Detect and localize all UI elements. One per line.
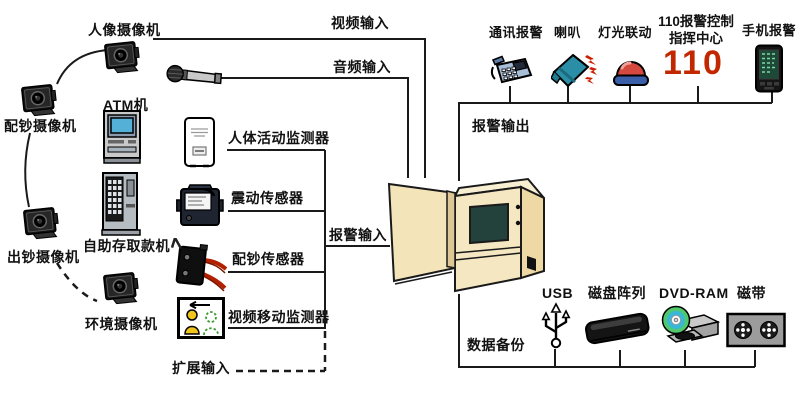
comm-alarm-label: 通讯报警 <box>489 25 544 40</box>
expansion-input-label: 扩展输入 <box>172 360 230 376</box>
alarm-center-line1: 110报警控制 <box>658 14 734 29</box>
data-backup-label: 数据备份 <box>467 337 525 353</box>
microswitch-sensor-icon <box>170 238 228 296</box>
env-camera-label: 环境摄像机 <box>85 316 158 332</box>
tape-cartridge-icon <box>726 311 786 349</box>
alarm-input-label: 报警输入 <box>329 227 387 243</box>
audio-input-line <box>221 77 409 178</box>
env-camera-icon <box>101 271 143 305</box>
video-input-line <box>153 38 426 178</box>
optical-drive-icon <box>658 303 720 351</box>
data-backup-bus <box>458 294 755 368</box>
dvd-ram-label: DVD-RAM <box>659 285 729 301</box>
alarm-output-bus <box>458 102 772 181</box>
video-motion-detector-label: 视频移动监测器 <box>228 309 330 325</box>
tape-label: 磁带 <box>737 285 766 301</box>
motion-detector-icon <box>182 117 218 171</box>
hard-drive-icon <box>581 305 653 349</box>
control-cabinet-icon <box>387 177 545 293</box>
usb-symbol-icon <box>538 301 574 349</box>
loudspeaker-icon <box>551 52 597 90</box>
horn-label: 喇叭 <box>554 25 582 40</box>
usb-label: USB <box>542 285 574 301</box>
cash-sensor-label: 配钞传感器 <box>232 251 305 267</box>
telephone-icon <box>490 50 534 90</box>
microphone-icon <box>165 64 223 90</box>
atm-machine-icon <box>103 110 141 164</box>
disk-array-label: 磁盘阵列 <box>588 285 646 301</box>
face-camera-label: 人像摄像机 <box>88 22 161 38</box>
cash-out-camera-icon <box>21 206 63 240</box>
camera-arc-1 <box>56 49 109 85</box>
camera-arc-2 <box>24 132 31 208</box>
alarm-output-label: 报警输出 <box>472 118 530 134</box>
self-service-machine-label: 自助存取款机 <box>83 238 170 254</box>
vibration-sensor-icon <box>176 184 224 230</box>
mobile-alarm-label: 手机报警 <box>742 23 797 38</box>
alarm-center-label: 110报警控制 指挥中心 <box>650 13 742 47</box>
video-motion-icon <box>177 297 225 339</box>
deposit-machine-icon <box>101 172 143 236</box>
face-camera-icon <box>102 40 144 74</box>
cash-prep-camera-icon <box>19 83 61 117</box>
alarm-center-line2: 指挥中心 <box>669 31 723 46</box>
atm-label: ATM机 <box>103 97 149 113</box>
mobile-phone-icon <box>752 44 786 94</box>
alarm-beacon-icon <box>611 53 651 89</box>
alarm-110-number: 110 <box>663 44 724 82</box>
cash-prep-camera-label: 配钞摄像机 <box>4 118 77 134</box>
light-linkage-label: 灯光联动 <box>598 25 653 40</box>
video-input-label: 视频输入 <box>331 15 389 31</box>
human-activity-detector-label: 人体活动监测器 <box>228 130 330 146</box>
cash-out-camera-label: 出钞摄像机 <box>7 249 80 265</box>
vibration-sensor-label: 震动传感器 <box>231 190 304 206</box>
audio-input-label: 音频输入 <box>333 59 391 75</box>
camera-arc-dashed <box>55 262 98 303</box>
